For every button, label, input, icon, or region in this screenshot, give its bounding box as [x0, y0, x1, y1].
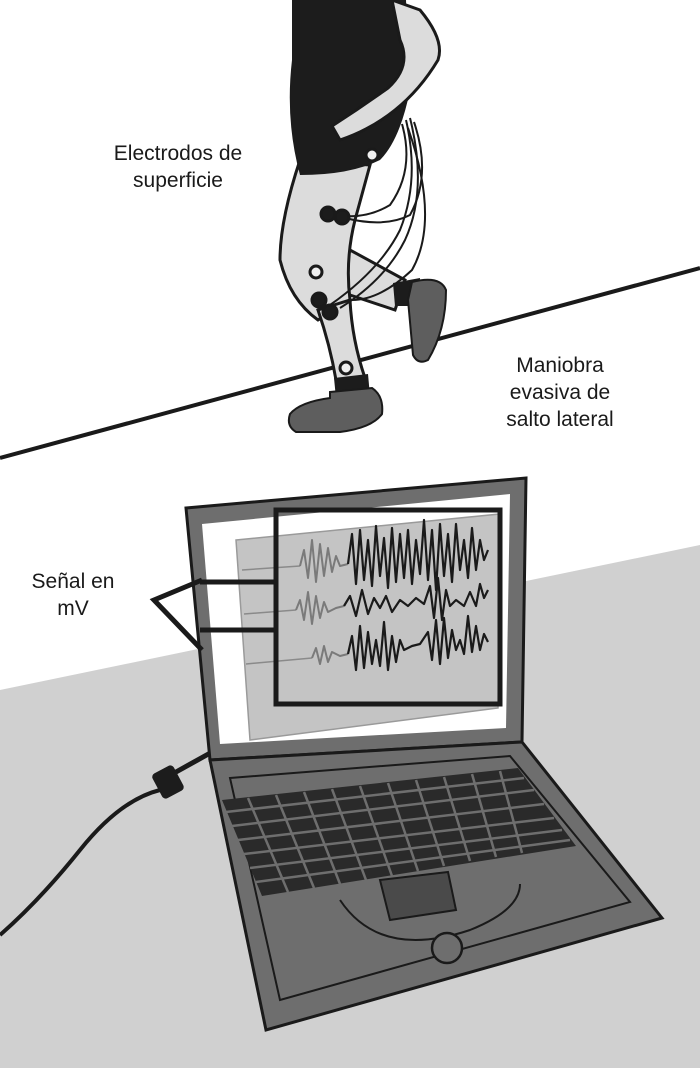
- electrode-knee: [310, 266, 322, 278]
- power-button: [432, 933, 462, 963]
- label-electrodes: Electrodos de superficie: [98, 140, 258, 194]
- electrode-thigh-2: [335, 210, 349, 224]
- label-signal-line-1: Señal en: [18, 568, 128, 595]
- runner-figure: [280, 0, 446, 432]
- label-maneuver: Maniobra evasiva de salto lateral: [480, 352, 640, 433]
- label-signal: Señal en mV: [18, 568, 128, 622]
- electrode-shin-2: [323, 305, 337, 319]
- electrode-thigh-1: [321, 207, 335, 221]
- label-maneuver-line-1: Maniobra: [480, 352, 640, 379]
- label-signal-line-2: mV: [18, 595, 128, 622]
- electrode-hip: [366, 149, 378, 161]
- electrode-calf: [340, 362, 352, 374]
- label-electrodes-line-1: Electrodos de: [98, 140, 258, 167]
- back-shoe: [408, 280, 446, 362]
- label-electrodes-line-2: superficie: [98, 167, 258, 194]
- label-maneuver-line-2: evasiva de: [480, 379, 640, 406]
- electrode-shin-1: [312, 293, 326, 307]
- label-maneuver-line-3: salto lateral: [480, 406, 640, 433]
- front-shoe: [289, 388, 382, 432]
